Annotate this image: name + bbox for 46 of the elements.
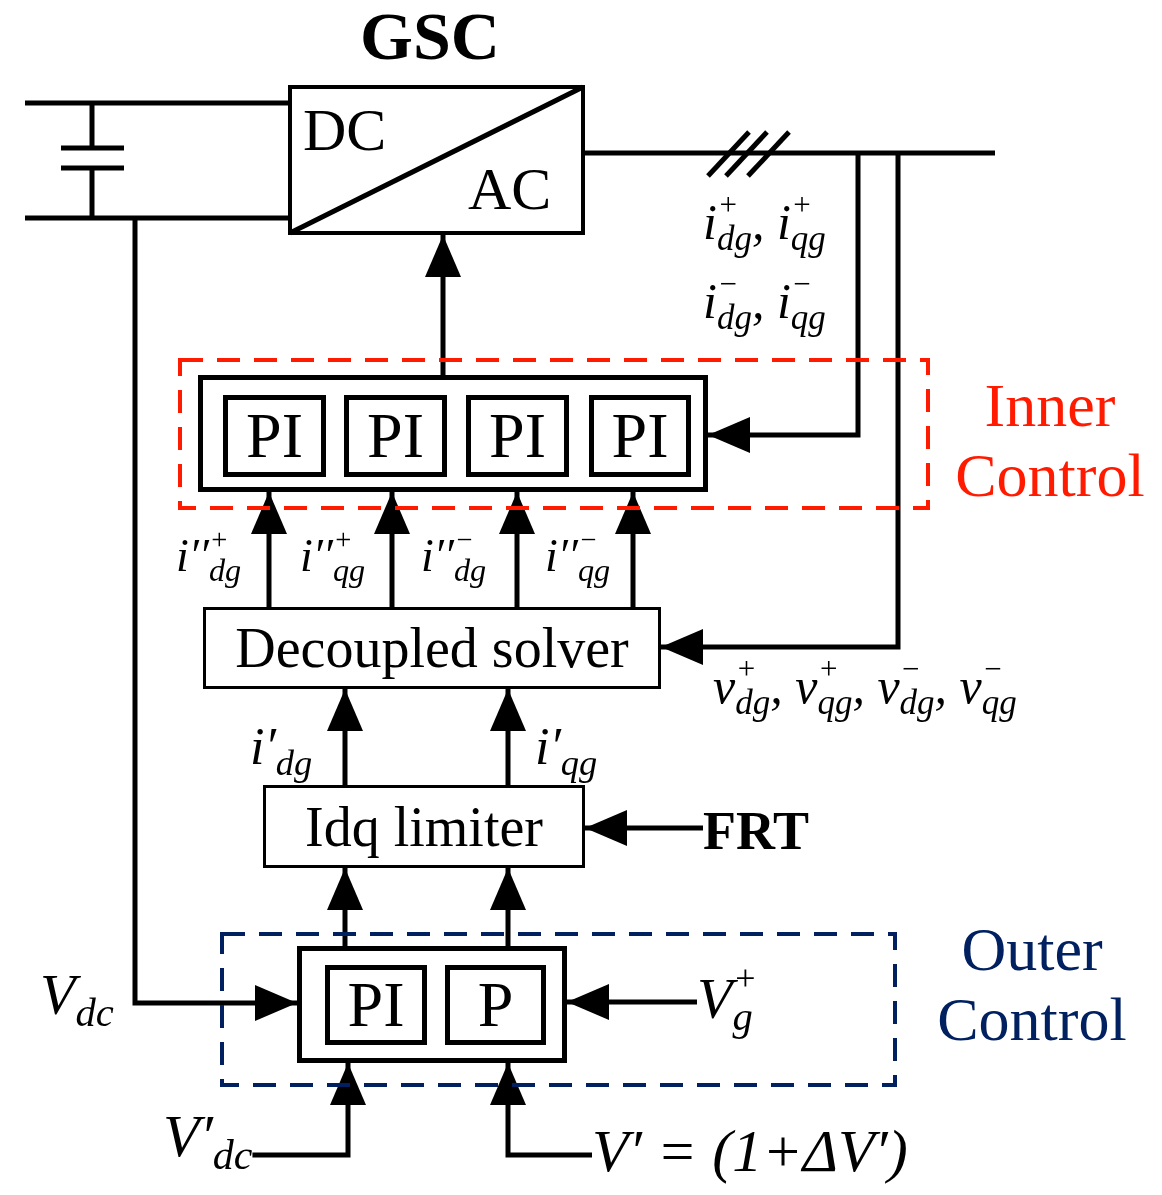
arrow [490, 689, 526, 785]
connection-line [25, 215, 288, 221]
block-label: P [477, 973, 514, 1037]
block-label: PI [611, 404, 669, 468]
arrow [132, 218, 297, 1021]
process-box [263, 785, 585, 868]
edge-label: i′$_{qg}$ [535, 721, 598, 785]
region-label: Outer Control [936, 914, 1128, 1054]
process-box [325, 965, 427, 1045]
arrow [585, 810, 703, 846]
converter-side-label: DC [303, 100, 387, 160]
block-label: PI [246, 404, 303, 468]
region-label: Inner Control [954, 370, 1146, 510]
connection-line [25, 100, 288, 106]
edge-label: i′$_{dg}$ [250, 721, 313, 785]
arrow [252, 1063, 366, 1158]
edge-label: V$_{dc}$ [40, 966, 114, 1038]
controller-group-box [297, 946, 567, 1063]
connection-line [585, 150, 995, 156]
arrow [661, 153, 901, 665]
arrow [490, 868, 526, 946]
process-box [203, 607, 661, 689]
process-box [223, 395, 326, 477]
signal-label: V′ = (1+ΔV′) [592, 1121, 908, 1195]
arrow [708, 153, 861, 453]
arrow [374, 492, 410, 607]
process-box [344, 395, 447, 477]
converter-side-label: AC [468, 159, 552, 219]
signal-label: FRT [703, 804, 810, 858]
arrow [327, 868, 363, 946]
arrow [499, 492, 535, 607]
process-box [445, 965, 546, 1045]
arrow [251, 492, 287, 607]
arrow [425, 235, 461, 375]
arrow [490, 1063, 592, 1158]
signal-label: V′$_{dc}$ [163, 1106, 253, 1186]
arrow [567, 984, 697, 1020]
block-label: PI [489, 404, 546, 468]
arrow [327, 689, 363, 785]
block-label: PI [347, 973, 405, 1037]
converter-title: GSC [359, 2, 501, 70]
arrow [615, 492, 651, 607]
block-label: PI [367, 404, 424, 468]
controller-group-box [198, 375, 708, 492]
process-box [466, 395, 569, 477]
process-box [589, 395, 691, 477]
